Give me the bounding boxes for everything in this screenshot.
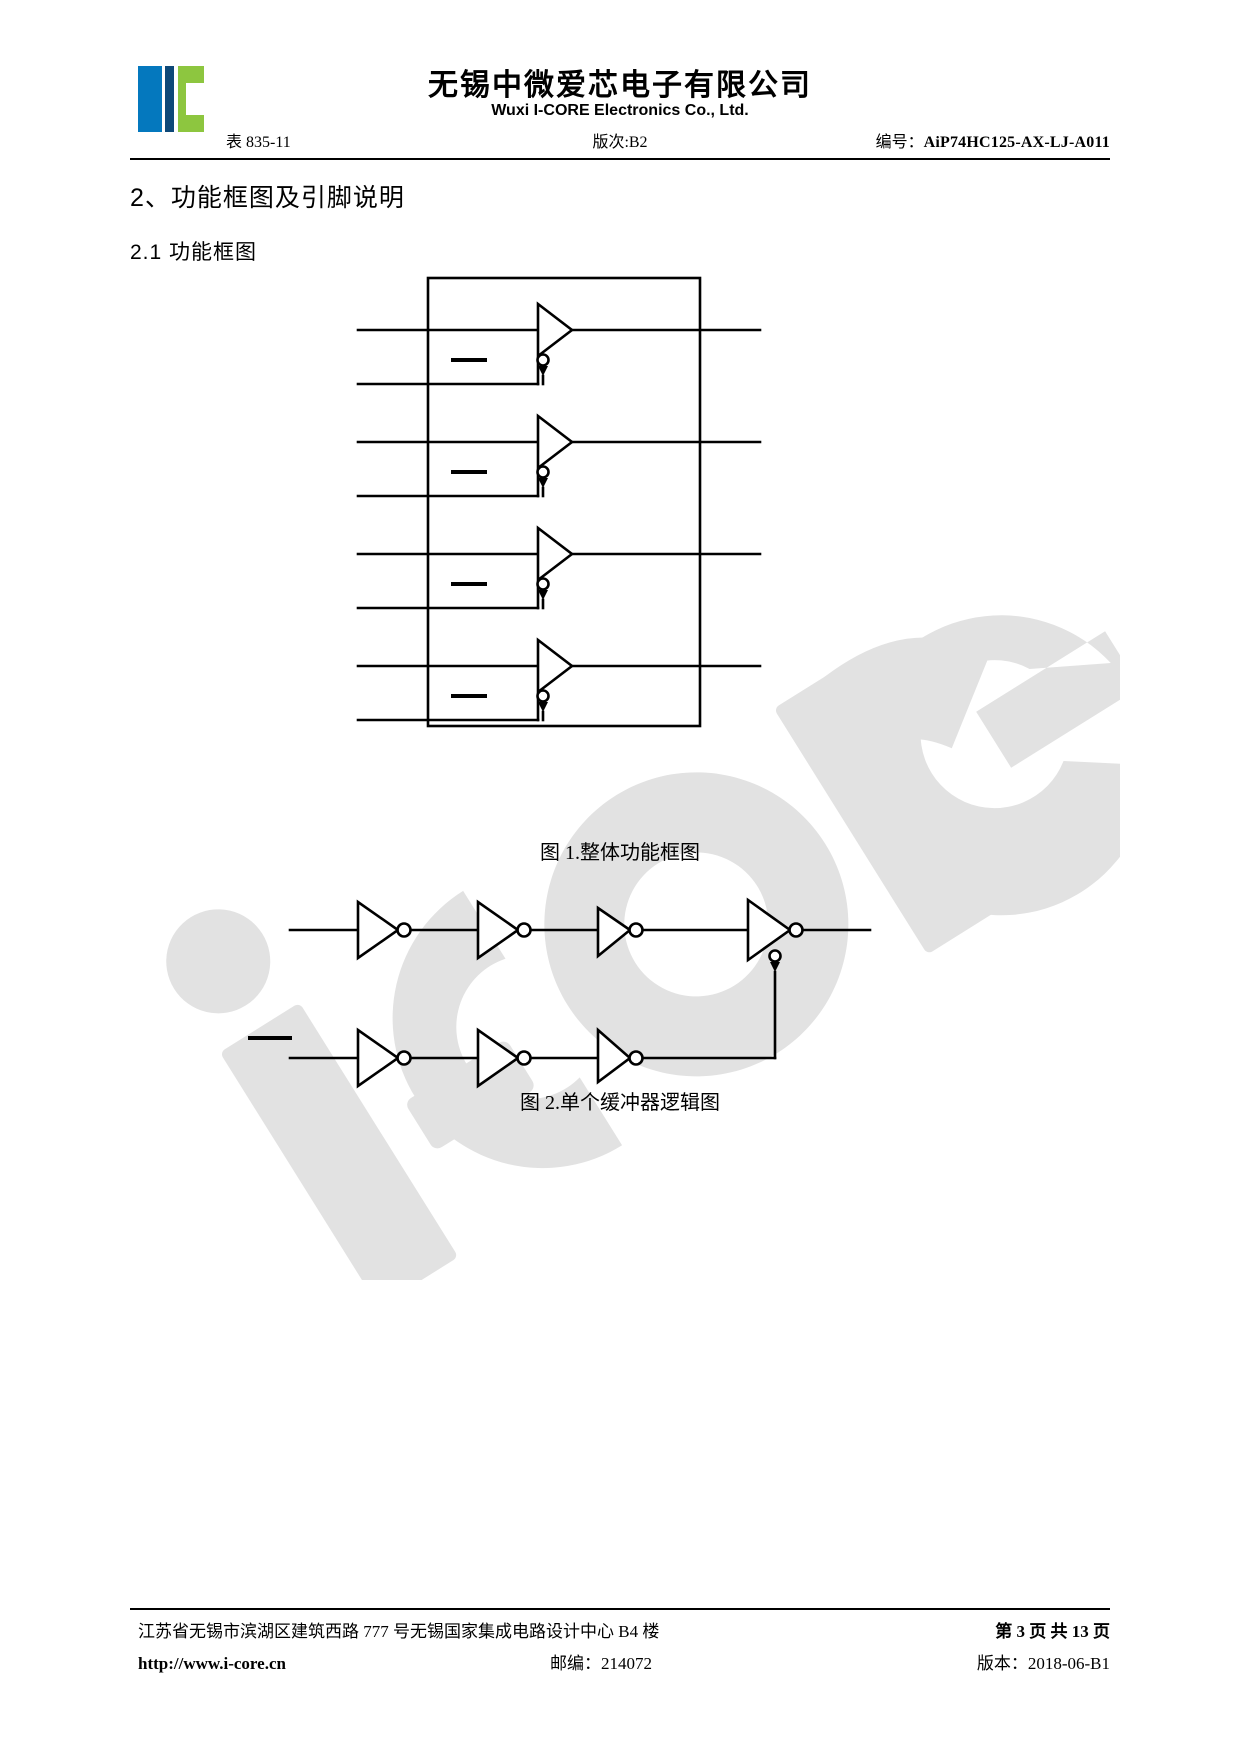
footer-divider [130,1608,1110,1610]
footer-version: 版本：2018-06-B1 [976,1654,1110,1673]
document-code: 编号：AiP74HC125-AX-LJ-A011 [876,128,1110,152]
footer-postcode: 邮编：214072 [550,1654,652,1673]
page-header: 无锡中微爱芯电子有限公司 Wuxi I-CORE Electronics Co.… [130,48,1110,160]
revision-label: 版次:B2 [592,134,648,151]
figure-2-logic-diagram [230,880,910,1100]
figure-1-caption: 图 1.整体功能框图 [540,842,700,864]
header-divider [130,158,1110,160]
page-footer: 江苏省无锡市滨湖区建筑西路 777 号无锡国家集成电路设计中心 B4 楼 第 3… [130,1616,1110,1696]
figure-2-caption: 图 2.单个缓冲器逻辑图 [520,1092,720,1114]
logo-green-c [178,66,204,132]
header-meta-row: 表 835-11 版次:B2 编号：AiP74HC125-AX-LJ-A011 [130,128,1110,156]
company-logo-icon [138,60,204,132]
footer-row-2: http://www.i-core.cn 邮编：214072 版本：2018-0… [130,1648,1110,1680]
document-code-label: 编号： [875,134,924,151]
ic-outline [426,276,702,728]
logo-c-notch [186,83,204,115]
document-code-value: AiP74HC125-AX-LJ-A011 [923,134,1110,151]
footer-page-info: 第 3 页 共 13 页 [995,1622,1110,1641]
logo-blue-bar [138,66,162,132]
footer-row-1: 江苏省无锡市滨湖区建筑西路 777 号无锡国家集成电路设计中心 B4 楼 第 3… [130,1616,1110,1648]
section-heading: 2、功能框图及引脚说明 [130,184,405,212]
company-name-cn: 无锡中微爱芯电子有限公司 [428,69,812,102]
subsection-heading: 2.1 功能框图 [130,241,258,264]
figure-1-block-diagram [340,262,800,832]
company-name-en: Wuxi I-CORE Electronics Co., Ltd. [491,102,749,119]
footer-website[interactable]: http://www.i-core.cn [138,1654,286,1673]
form-number: 表 835-11 [226,134,291,151]
footer-address: 江苏省无锡市滨湖区建筑西路 777 号无锡国家集成电路设计中心 B4 楼 [138,1622,660,1641]
logo-navy-bar [165,66,174,132]
